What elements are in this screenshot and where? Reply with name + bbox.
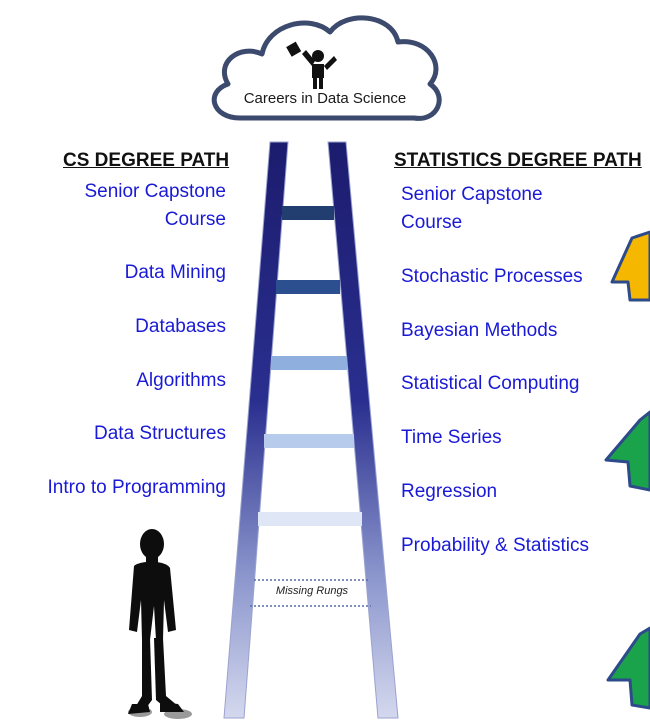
cs-course-databases: Databases bbox=[135, 316, 226, 337]
arrow-icon bbox=[610, 230, 650, 302]
stats-course-bayesian-methods: Bayesian Methods bbox=[401, 320, 558, 341]
rung bbox=[276, 280, 340, 294]
stats-course-senior-capstone-line2: Course bbox=[401, 212, 463, 233]
person-silhouette-icon bbox=[128, 529, 192, 719]
cs-course-intro-to-programming: Intro to Programming bbox=[47, 477, 226, 498]
rung bbox=[282, 206, 334, 220]
cs-course-senior-capstone: Senior Capstone bbox=[84, 181, 226, 202]
cs-course-data-mining: Data Mining bbox=[124, 262, 226, 283]
arrow-icon bbox=[604, 410, 650, 492]
stats-path-heading: STATISTICS DEGREE PATH bbox=[394, 150, 642, 171]
stats-course-stochastic-processes: Stochastic Processes bbox=[401, 266, 583, 287]
stats-course-probability-statistics: Probability & Statistics bbox=[401, 535, 589, 556]
rung bbox=[271, 356, 347, 370]
cs-course-algorithms: Algorithms bbox=[136, 370, 226, 391]
graduate-icon bbox=[286, 41, 337, 89]
cs-path-heading: CS DEGREE PATH bbox=[63, 150, 230, 171]
stats-course-statistical-computing: Statistical Computing bbox=[401, 373, 580, 394]
cs-course-data-structures: Data Structures bbox=[94, 423, 226, 444]
stats-course-senior-capstone: Senior Capstone bbox=[401, 184, 543, 205]
arrow-icon bbox=[606, 626, 650, 710]
rung bbox=[258, 512, 362, 526]
cs-course-senior-capstone-line2: Course bbox=[164, 209, 226, 230]
rung bbox=[264, 434, 354, 448]
stats-course-time-series: Time Series bbox=[401, 427, 502, 448]
cloud-label: Careers in Data Science bbox=[243, 90, 407, 107]
ladder bbox=[223, 141, 399, 719]
missing-rungs-label: Missing Rungs bbox=[275, 585, 349, 597]
stats-course-regression: Regression bbox=[401, 481, 498, 502]
